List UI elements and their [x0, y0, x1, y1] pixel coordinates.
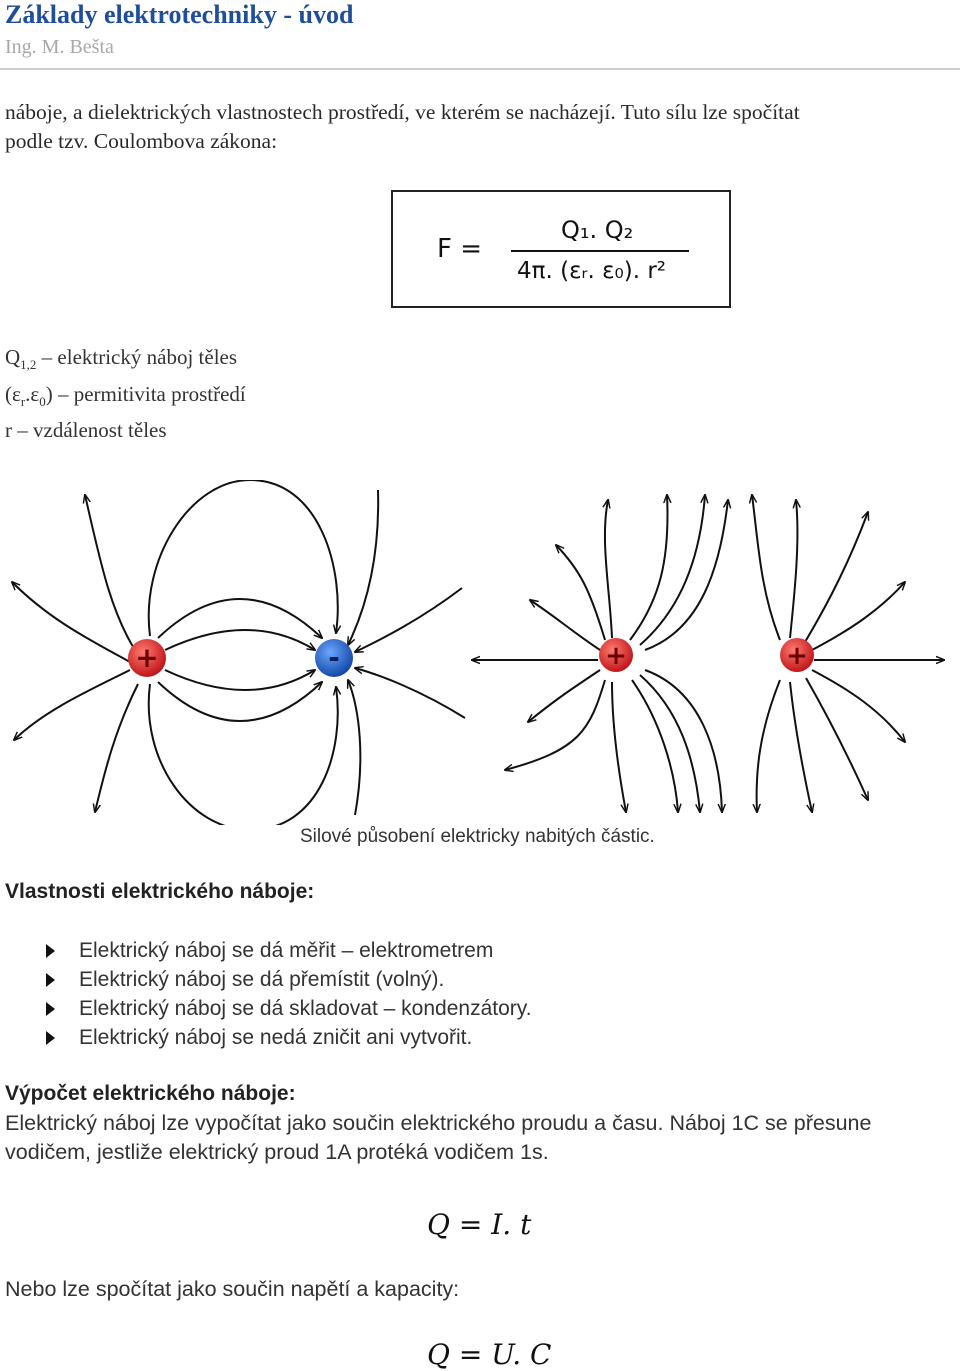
charge-label-plus: +: [605, 641, 627, 671]
formula-denominator: 4π. (εᵣ. ε₀). r²: [517, 258, 667, 284]
document-author: Ing. M. Bešta: [5, 36, 114, 58]
like-charges-field-lines: [472, 495, 944, 812]
charge-formula-current: Q = I. t: [427, 1208, 532, 1241]
calculation-line-2: vodičem, jestliže elektrický proud 1A pr…: [5, 1140, 549, 1164]
list-item: Elektrický náboj se nedá zničit ani vytv…: [46, 1023, 532, 1052]
negative-charge-dipole: -: [315, 639, 353, 677]
calculation-heading: Výpočet elektrického náboje:: [5, 1082, 296, 1105]
list-item: Elektrický náboj se dá přemístit (volný)…: [46, 965, 532, 994]
list-item: Elektrický náboj se dá měřit – elektrome…: [46, 936, 532, 965]
charge-formula-voltage: Q = U. C: [427, 1338, 552, 1371]
formula-lhs: F =: [437, 234, 483, 264]
document-title: Základy elektrotechniky - úvod: [5, 0, 354, 29]
bullet-arrow-icon: [46, 1030, 55, 1045]
calculation-line-3: Nebo lze spočítat jako součin napětí a k…: [5, 1277, 460, 1301]
field-lines-figure: + - + +: [0, 480, 960, 825]
symbol-definitions: Q1,2 – elektrický náboj těles (εr.ε0) – …: [5, 343, 246, 446]
formula-numerator: Q₁. Q₂: [561, 216, 634, 244]
properties-heading: Vlastnosti elektrického náboje:: [5, 880, 315, 903]
coulomb-formula-box: F = Q₁. Q₂ 4π. (εᵣ. ε₀). r²: [391, 190, 731, 308]
charge-label-minus: -: [328, 641, 340, 674]
charge-label-plus: +: [135, 641, 158, 674]
intro-line-1: náboje, a dielektrických vlastnostech pr…: [5, 100, 800, 124]
bullet-arrow-icon: [46, 972, 55, 987]
properties-list: Elektrický náboj se dá měřit – elektrome…: [46, 936, 532, 1052]
positive-charge-right: +: [780, 638, 814, 672]
definition-distance: r – vzdálenost těles: [5, 418, 167, 443]
bullet-arrow-icon: [46, 1001, 55, 1016]
fraction-bar: [511, 250, 689, 252]
definition-charge: Q1,2 – elektrický náboj těles: [5, 345, 238, 373]
charge-label-plus: +: [786, 641, 808, 671]
header-divider: [0, 68, 960, 70]
bullet-arrow-icon: [46, 943, 55, 958]
dipole-field-lines: [12, 480, 466, 825]
intro-line-2: podle tzv. Coulombova zákona:: [5, 129, 278, 153]
positive-charge-left: +: [599, 638, 633, 672]
calculation-line-1: Elektrický náboj lze vypočítat jako souč…: [5, 1111, 872, 1135]
list-item: Elektrický náboj se dá skladovat – konde…: [46, 994, 532, 1023]
figure-caption: Silové působení elektricky nabitých část…: [300, 826, 655, 847]
positive-charge-dipole: +: [128, 639, 166, 677]
definition-permittivity: (εr.ε0) – permitivita prostředí: [5, 381, 246, 409]
